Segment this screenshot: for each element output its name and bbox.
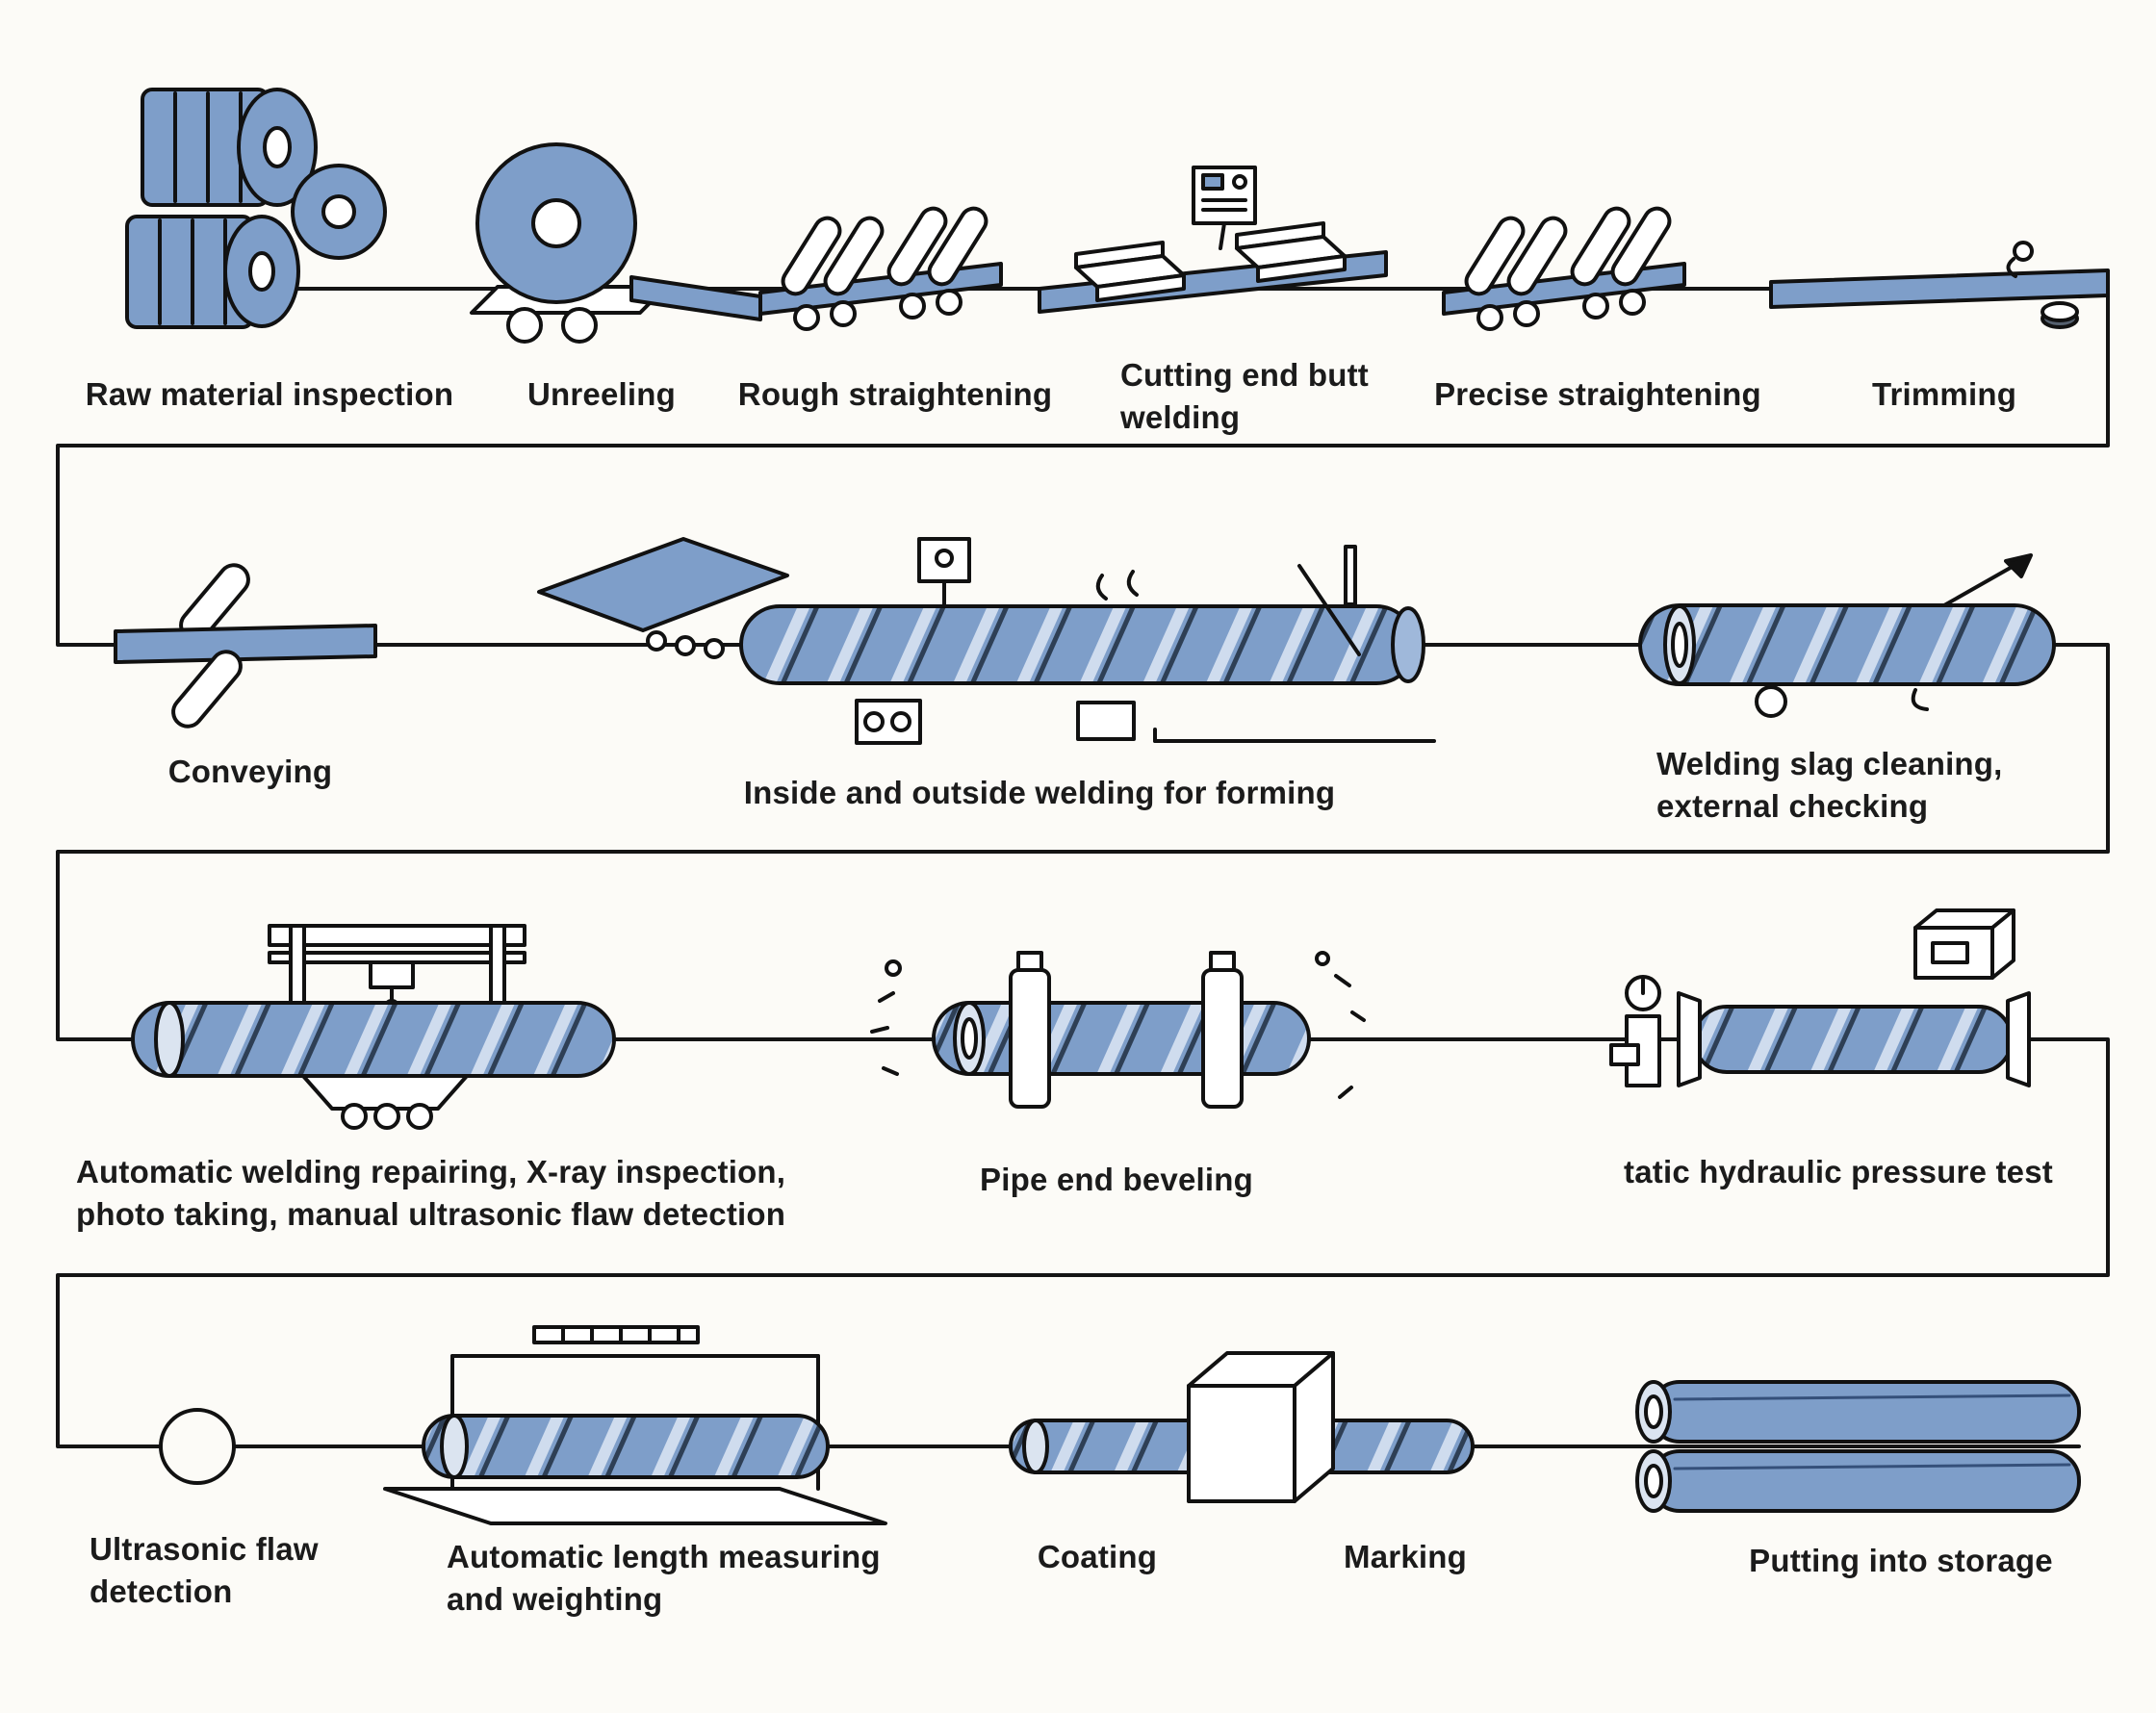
coating-box-icon: [1009, 1351, 1475, 1503]
trimming-strip-icon: [1769, 241, 2110, 329]
step-label-pipe-end-beveling: Pipe end beveling: [980, 1162, 1253, 1197]
step-label-raw-material-inspection: Raw material inspection: [85, 376, 454, 412]
pipe-end-beveling-icon: [870, 951, 1366, 1109]
precise-straightening-rollers-icon: [1442, 206, 1686, 331]
step-label-unreeling: Unreeling: [527, 376, 676, 412]
length-measuring-bench-icon: [383, 1325, 887, 1525]
step-label-welding-slag-cleaning: Welding slag cleaning, external checking: [1656, 746, 2003, 824]
butt-welding-machine-icon: [1038, 166, 1388, 314]
conveying-rollers-icon: [114, 563, 377, 729]
step-label-length-measuring: Automatic length measuring and weighting: [447, 1539, 881, 1617]
step-label-conveying: Conveying: [167, 754, 333, 789]
step-label-trimming: Trimming: [1871, 376, 2017, 412]
pipe-storage-stack-icon: [1635, 1380, 2081, 1513]
step-label-marking: Marking: [1344, 1539, 1467, 1574]
step-label-ultrasonic-flaw-detection: Ultrasonic flaw detection: [90, 1531, 319, 1609]
steel-coils-icon: [125, 88, 387, 329]
step-label-inside-outside-welding: Inside and outside welding for forming: [743, 775, 1336, 810]
step-label-putting-into-storage: Putting into storage: [1749, 1543, 2053, 1578]
step-label-welding-repair-xray: Automatic welding repairing, X-ray inspe…: [76, 1154, 786, 1232]
step-label-hydraulic-pressure-test: tatic hydraulic pressure test: [1624, 1154, 2053, 1189]
step-label-cutting-end-butt-welding: Cutting end butt welding: [1120, 357, 1369, 435]
slag-cleaning-pipe-icon: [1638, 553, 2056, 718]
ultrasonic-flaw-circle-icon: [159, 1408, 236, 1485]
step-label-precise-straightening: Precise straightening: [1434, 376, 1761, 412]
forming-welding-line-icon: [537, 537, 1436, 745]
unreeling-coil-icon: [470, 142, 762, 344]
hydraulic-pressure-test-icon: [1609, 908, 2031, 1087]
rough-straightening-rollers-icon: [758, 206, 1003, 331]
step-label-coating: Coating: [1037, 1539, 1158, 1574]
welding-repair-xray-gantry-icon: [131, 924, 616, 1130]
step-label-rough-straightening: Rough straightening: [737, 376, 1053, 412]
